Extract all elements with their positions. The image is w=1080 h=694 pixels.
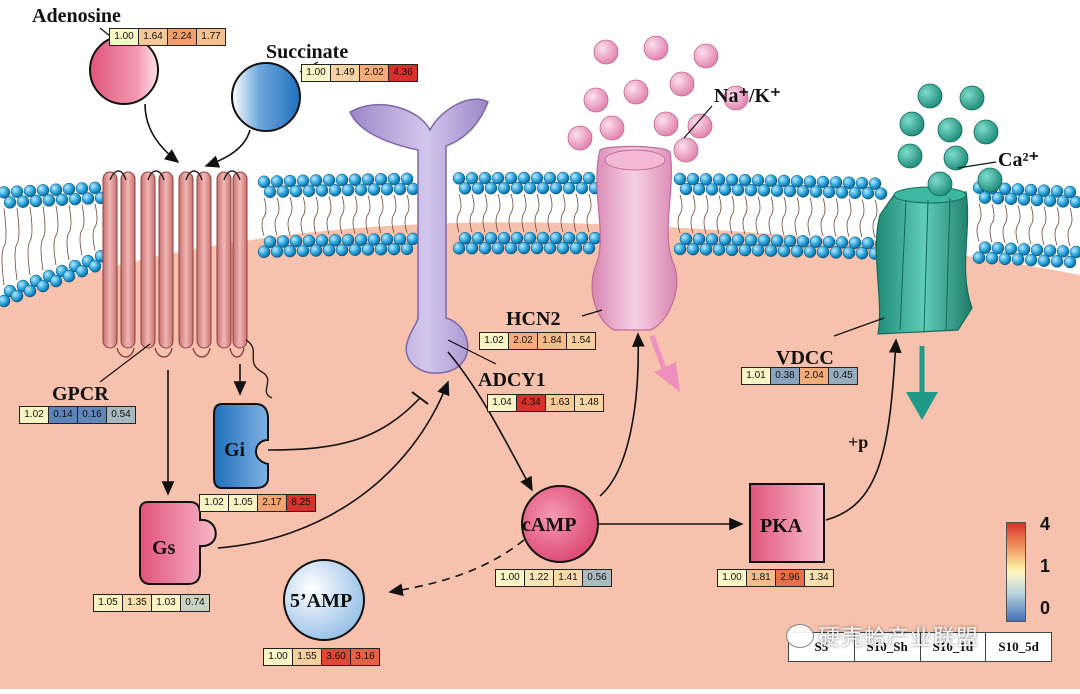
pka-label: PKA — [760, 515, 803, 537]
phosphorylation-label: +p — [848, 432, 868, 452]
adenosine-ligand-icon — [89, 35, 159, 105]
gs-protein-icon[interactable] — [139, 501, 217, 585]
value-cell: 1.48 — [575, 395, 603, 411]
value-cell: 1.03 — [152, 595, 181, 611]
colorbar-mid-label: 1 — [1040, 556, 1051, 576]
legend-sample-1: S5 — [789, 633, 855, 661]
gi-protein-icon[interactable] — [213, 403, 269, 489]
gpcr-label: GPCR — [52, 383, 109, 405]
value-cell: 0.45 — [829, 368, 857, 384]
na-k-ions-icon — [567, 35, 749, 163]
value-cell: 2.04 — [800, 368, 829, 384]
legend-sample-4: S10_5d — [998, 639, 1039, 654]
amp-molecule-icon[interactable] — [283, 559, 365, 641]
value-cell: 1.81 — [747, 570, 776, 586]
succinate-ligand-icon — [231, 62, 301, 132]
watermark: 硬壳蛤产业联盟 — [818, 626, 980, 651]
vdcc-label: VDCC — [776, 347, 834, 369]
value-cell: 0.16 — [78, 407, 107, 423]
value-cell: 0.74 — [181, 595, 209, 611]
value-cell: 2.24 — [168, 29, 197, 45]
value-cell: 1.49 — [331, 65, 360, 81]
value-cell: 1.02 — [480, 333, 509, 349]
hcn2-efflux-arrowhead — [654, 362, 680, 392]
value-cell: 1.00 — [496, 570, 525, 586]
adenosine-label: Adenosine — [32, 5, 121, 27]
colorbar-min-label: 0 — [1040, 598, 1051, 618]
value-cell: 1.35 — [123, 595, 152, 611]
pka-kinase-icon[interactable] — [749, 483, 825, 563]
succinate-label: Succinate — [266, 41, 348, 63]
adcy1-label: ADCY1 — [478, 369, 546, 391]
value-cell: 1.00 — [110, 29, 139, 45]
value-cell: 1.05 — [229, 495, 258, 511]
value-cell: 1.41 — [554, 570, 583, 586]
value-cell: 1.02 — [20, 407, 49, 423]
value-cell: 3.16 — [351, 649, 379, 665]
value-cell: 1.00 — [302, 65, 331, 81]
vdcc-channel-icon — [875, 186, 973, 335]
gs-label: Gs — [152, 537, 176, 559]
value-cell: 1.63 — [546, 395, 575, 411]
na-k-label: Na⁺/K⁺ — [714, 85, 781, 107]
adcy1-enzyme-icon — [349, 98, 489, 374]
value-cell: 1.01 — [742, 368, 771, 384]
value-cell: 1.34 — [805, 570, 833, 586]
sample-legend: S5 S10_Sh S10_1d S10_5d — [788, 632, 1052, 662]
ca-label: Ca²⁺ — [998, 149, 1039, 171]
colorbar-max-label: 4 — [1040, 514, 1051, 534]
value-cell: 0.54 — [107, 407, 135, 423]
value-cell: 3.60 — [322, 649, 351, 665]
amp5-label: 5’AMP — [290, 590, 352, 612]
value-cell: 2.02 — [509, 333, 538, 349]
hcn2-label: HCN2 — [506, 308, 560, 330]
value-cell: 2.96 — [776, 570, 805, 586]
value-cell: 1.00 — [264, 649, 293, 665]
wechat-icon — [786, 624, 814, 648]
value-cell: 2.02 — [360, 65, 389, 81]
value-cell: 1.04 — [488, 395, 517, 411]
pathway-arrows — [99, 27, 997, 597]
ca-ions-icon — [897, 83, 1003, 197]
legend-sample-2: S10_Sh — [855, 633, 921, 661]
value-cell: 1.05 — [94, 595, 123, 611]
value-cell: 0.38 — [771, 368, 800, 384]
lipid-heads — [0, 171, 1080, 308]
value-cell: 0.14 — [49, 407, 78, 423]
value-cell: 4.34 — [517, 395, 546, 411]
lipid-tails — [1, 193, 1073, 286]
legend-sample-3: S10_1d — [921, 633, 987, 661]
value-cell: 1.84 — [538, 333, 567, 349]
gpcr-receptor-icon — [102, 170, 273, 399]
colorbar — [1006, 522, 1026, 622]
value-cell: 1.02 — [200, 495, 229, 511]
value-cell: 8.25 — [287, 495, 315, 511]
value-cell: 1.77 — [197, 29, 225, 45]
value-cell: 1.64 — [139, 29, 168, 45]
value-cell: 2.17 — [258, 495, 287, 511]
value-cell: 1.22 — [525, 570, 554, 586]
value-cell: 1.55 — [293, 649, 322, 665]
vdcc-influx-arrowhead — [906, 392, 938, 420]
gi-label: Gi — [224, 439, 246, 461]
value-cell: 0.56 — [583, 570, 611, 586]
value-cell: 1.54 — [567, 333, 595, 349]
value-cell: 4.36 — [389, 65, 417, 81]
camp-label: cAMP — [522, 514, 576, 536]
value-cell: 1.00 — [718, 570, 747, 586]
hcn2-channel-icon — [591, 145, 678, 331]
